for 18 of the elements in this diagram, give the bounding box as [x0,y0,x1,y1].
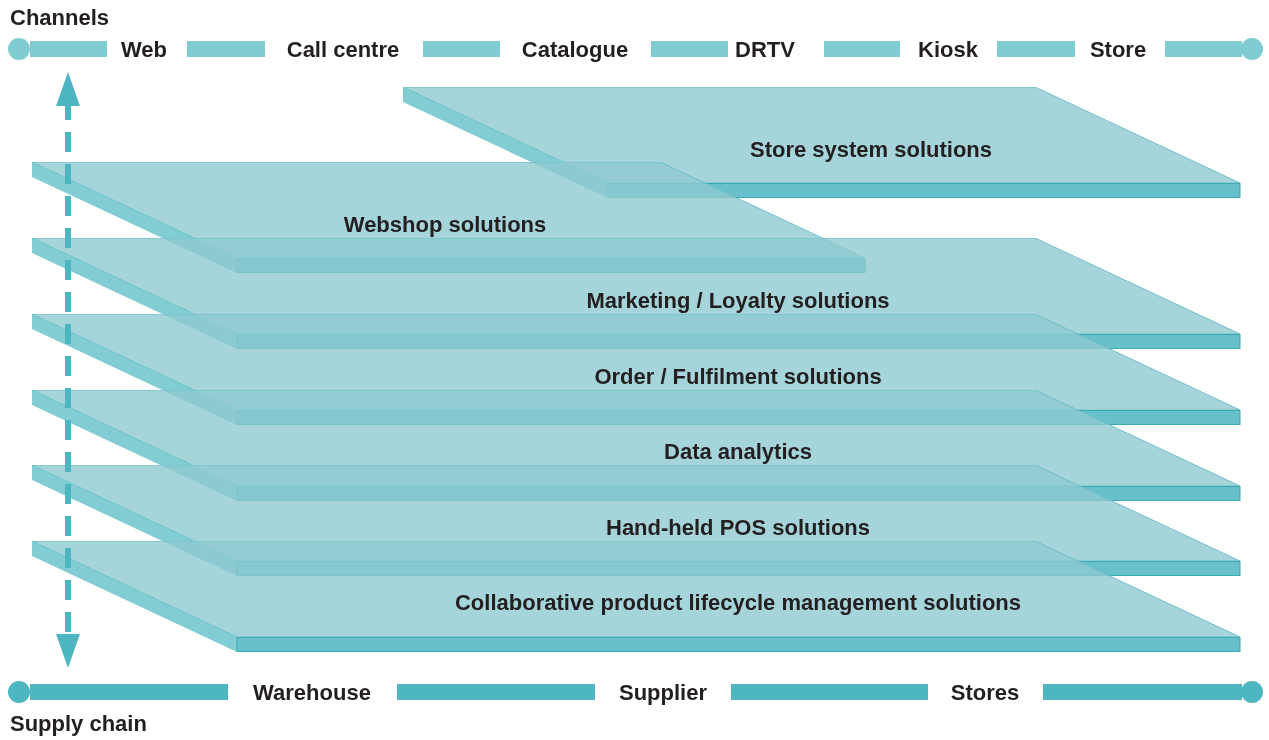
channel-label: Store [1089,37,1147,63]
channel-label: Kiosk [918,37,978,63]
layer-label: Hand-held POS solutions [606,515,870,541]
supply-chain-label: Warehouse [253,680,371,706]
layer-label: Webshop solutions [343,212,547,238]
channel-label: DRTV [735,37,795,63]
layer-label: Data analytics [664,439,812,465]
layer-label: Store system solutions [749,137,993,163]
layer-label: Order / Fulfilment solutions [594,364,882,390]
channel-label: Catalogue [521,37,629,63]
channel-label: Call centre [286,37,400,63]
layer-label: Marketing / Loyalty solutions [586,288,890,314]
channel-label: Web [121,37,167,63]
supply-chain-label: Stores [950,680,1020,706]
section-heading: Channels [10,5,110,31]
layer-label: Collaborative product lifecycle management solutions [455,590,1021,616]
supply-chain-label: Supplier [619,680,707,706]
section-heading: Supply chain [10,711,147,737]
